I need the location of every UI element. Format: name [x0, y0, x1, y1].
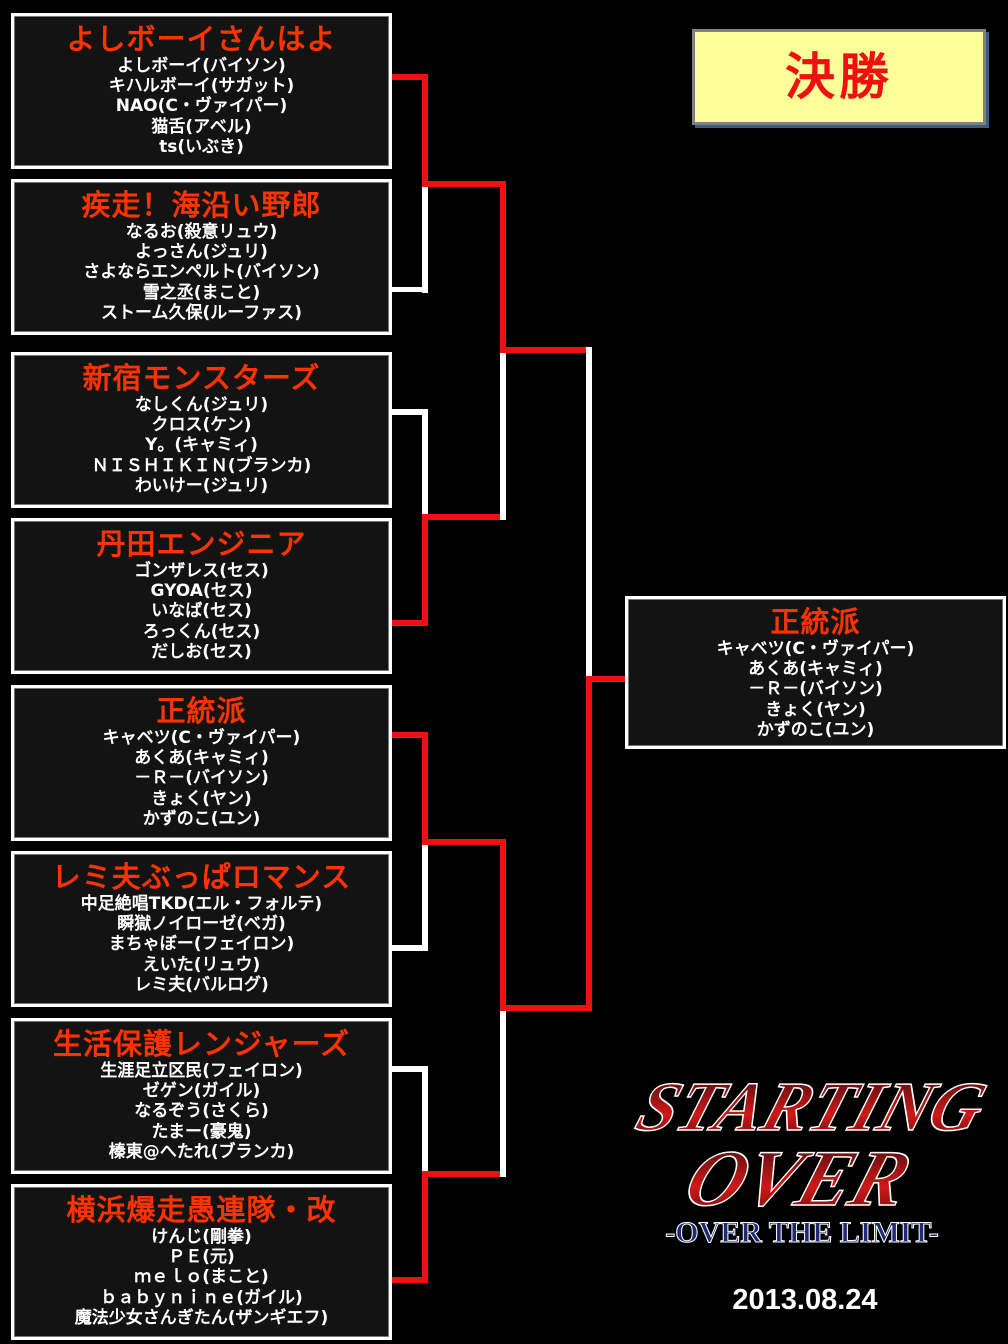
team-member: まちゃぼー(フェイロン) [108, 934, 295, 955]
team-member: NAO(C・ヴァイパー) [115, 96, 288, 117]
bracket-line [392, 74, 428, 80]
bracket-line [392, 1277, 428, 1283]
team-member: えいた(リュウ) [142, 954, 261, 975]
logo-line1: STARTING [628, 1068, 996, 1146]
bracket-line [422, 514, 506, 520]
champion-box: 正統派 キャベツ(C・ヴァイパー) あくあ(キャミィ) －Ｒ－(バイソン) きょ… [625, 596, 1006, 749]
team-member: GYOA(セス) [150, 581, 253, 602]
champion-member: あくあ(キャミィ) [748, 659, 883, 680]
team-member: Y。(キャミィ) [145, 435, 258, 456]
bracket-line [422, 1171, 428, 1283]
team-member: ｍｅｌｏ(まこと) [134, 1267, 269, 1288]
bracket-line [392, 620, 428, 626]
bracket-line [422, 184, 428, 293]
team-member: なるお(殺意リュウ) [125, 222, 278, 242]
bracket-line [586, 676, 626, 682]
team-member: わいけー(ジュリ) [134, 475, 269, 496]
team-member: レミ夫(バルログ) [134, 974, 269, 995]
team-member: ストーム久保(ルーファス) [100, 302, 302, 323]
logo-subtitle: -OVER THE LIMIT- [665, 1216, 938, 1249]
bracket-line [422, 514, 428, 626]
team-name: 正統派 [156, 694, 247, 728]
team-member: かずのこ(ユン) [142, 808, 261, 829]
team-member: よしボーイ(バイソン) [117, 56, 286, 76]
bracket-line [422, 842, 428, 951]
team-member: キャベツ(C・ヴァイパー) [102, 728, 301, 748]
bracket-line [422, 839, 506, 845]
team-member: 猫舌(アベル) [151, 116, 252, 137]
bracket-line [392, 732, 428, 738]
bracket-line [500, 1008, 506, 1177]
bracket-line [500, 1005, 592, 1011]
team-box: 丹田エンジニアゴンザレス(セス)GYOA(セス)いなば(セス)ろっくん(セス)だ… [11, 518, 392, 674]
team-member: あくあ(キャミィ) [134, 748, 269, 769]
bracket-line [392, 1066, 428, 1072]
team-member: 魔法少女さんぎたん(ザンギエフ) [74, 1307, 329, 1328]
bracket-line [422, 1066, 428, 1177]
team-member: ｂａｂｙｎｉｎｅ(ガイル) [100, 1287, 303, 1308]
bracket-line [392, 287, 428, 292]
team-member: だしお(セス) [151, 641, 252, 662]
team-name: 横浜爆走愚連隊・改 [66, 1193, 337, 1227]
team-name: レミ夫ぶっぱロマンス [51, 860, 352, 894]
team-member: ＰＥ(元) [168, 1247, 235, 1268]
team-member: いなば(セス) [151, 601, 252, 622]
team-name: 新宿モンスターズ [82, 361, 321, 395]
team-member: なしくん(ジュリ) [134, 395, 269, 415]
bracket-line [422, 74, 428, 187]
logo-line2: OVER [675, 1134, 922, 1223]
team-member: －Ｒ－(バイソン) [134, 768, 269, 789]
bracket-line [500, 839, 506, 1011]
bracket-line [500, 347, 592, 353]
team-box: 正統派キャベツ(C・ヴァイパー)あくあ(キャミィ)－Ｒ－(バイソン)きょく(ヤン… [11, 685, 392, 841]
bracket-line [500, 181, 506, 353]
team-member: よっさん(ジュリ) [135, 242, 268, 263]
team-member: なるぞう(さくら) [134, 1101, 269, 1122]
final-title-box: 決勝 [692, 29, 986, 125]
team-box: 生活保護レンジャーズ生涯足立区民(フェイロン)ゼゲン(ガイル)なるぞう(さくら)… [11, 1018, 392, 1174]
team-member: 榛東@へたれ(ブランカ) [108, 1141, 295, 1162]
champion-member: かずのこ(ユン) [756, 719, 875, 740]
team-box: よしボーイさんはよよしボーイ(バイソン)キハルボーイ(サガット)NAO(C・ヴァ… [11, 13, 392, 169]
team-name: 丹田エンジニア [96, 527, 307, 561]
team-box: 新宿モンスターズなしくん(ジュリ)クロス(ケン)Y。(キャミィ)ＮＩＳＨＩＫＩＮ… [11, 352, 392, 508]
bracket-line [422, 181, 506, 187]
event-date: 2013.08.24 [732, 1284, 878, 1316]
team-member: きょく(ヤン) [151, 788, 252, 809]
bracket-line [392, 409, 428, 415]
team-member: 雪之丞(まこと) [142, 282, 261, 303]
bracket-line [392, 945, 428, 951]
champion-member: キャベツ(C・ヴァイパー) [716, 639, 915, 659]
bracket-line [586, 347, 592, 679]
team-box: 横浜爆走愚連隊・改けんじ(剛拳)ＰＥ(元)ｍｅｌｏ(まこと)ｂａｂｙｎｉｎｅ(ガ… [11, 1184, 392, 1340]
bracket-line [586, 676, 592, 1011]
team-member: ゴンザレス(セス) [134, 561, 269, 581]
bracket-line [500, 350, 506, 520]
team-box: レミ夫ぶっぱロマンス中足絶唱TKD(エル・フォルテ)瞬獄ノイローゼ(ベガ)まちゃ… [11, 851, 392, 1007]
champion-member: －Ｒ－(バイソン) [748, 679, 883, 700]
team-name: 疾走！海沿い野郎 [81, 188, 322, 222]
team-name: よしボーイさんはよ [66, 22, 337, 56]
final-title: 決勝 [785, 48, 893, 106]
team-member: ろっくん(セス) [142, 621, 261, 642]
bracket-line [422, 732, 428, 845]
team-member: 生涯足立区民(フェイロン) [100, 1061, 303, 1081]
team-member: 瞬獄ノイローゼ(ベガ) [117, 914, 286, 935]
team-box: 疾走！海沿い野郎なるお(殺意リュウ)よっさん(ジュリ)さよならエンペルト(バイソ… [11, 179, 392, 335]
bracket-line [422, 1171, 506, 1177]
champion-name: 正統派 [770, 605, 861, 639]
bracket-line [422, 409, 428, 520]
team-member: ts(いぶき) [159, 136, 244, 157]
team-member: クロス(ケン) [151, 415, 252, 436]
team-member: 中足絶唱TKD(エル・フォルテ) [80, 894, 323, 914]
team-member: ゼゲン(ガイル) [142, 1081, 261, 1102]
team-member: キハルボーイ(サガット) [108, 76, 295, 97]
team-member: さよならエンペルト(バイソン) [83, 262, 320, 283]
event-logo: STARTING OVER -OVER THE LIMIT- [627, 1067, 996, 1250]
team-member: ＮＩＳＨＩＫＩＮ(ブランカ) [91, 455, 312, 476]
champion-member: きょく(ヤン) [765, 699, 866, 720]
team-member: けんじ(剛拳) [151, 1227, 252, 1247]
team-member: たまー(豪鬼) [151, 1121, 252, 1142]
team-name: 生活保護レンジャーズ [52, 1027, 351, 1061]
